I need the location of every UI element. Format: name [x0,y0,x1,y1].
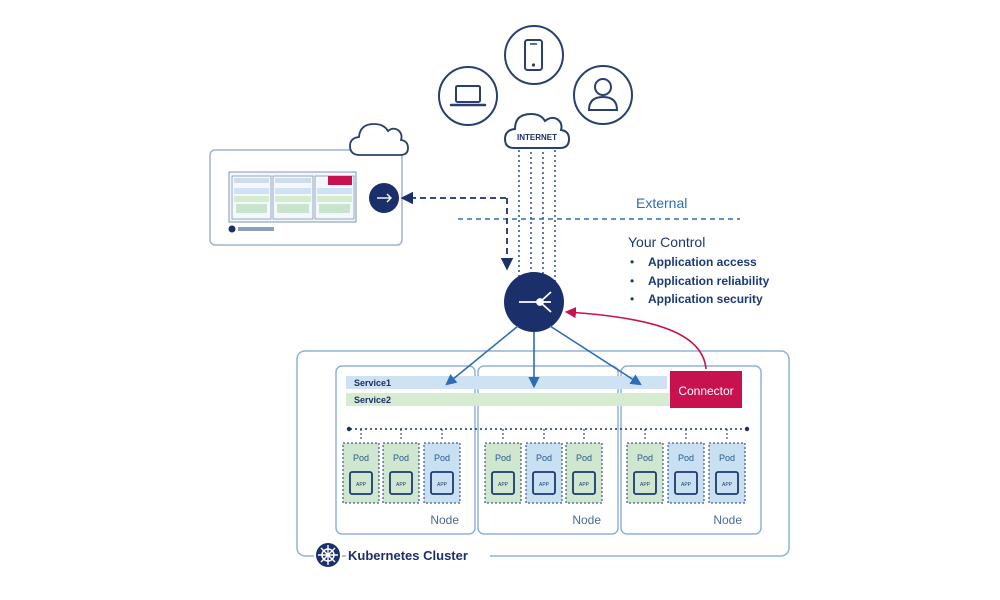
kubernetes-helm-icon [316,543,340,567]
pod: Pod APP [626,429,664,504]
pod: Pod APP [525,429,563,504]
external-label: External [636,195,687,211]
control-bullet-3-dot: • [630,292,634,306]
pod: Pod APP [708,429,746,504]
internet-traffic-lines [518,150,556,288]
cloud-icon [503,112,571,149]
service1-bar [346,376,667,389]
pod-label: Pod [536,453,552,463]
pod-label: Pod [393,453,409,463]
node-label: Node [572,513,601,527]
app-container [491,471,515,495]
app-badge: APP [722,482,733,488]
distribution-end-right [744,426,750,432]
control-bullet-2-dot: • [630,274,634,288]
console-logo-icon [228,225,236,233]
control-panel: Your Control • Application access • Appl… [628,234,770,306]
service2-label: Service2 [354,395,391,405]
console-panels [231,175,355,220]
pod-label: Pod [637,453,653,463]
pod-label: Pod [719,453,735,463]
app-container [572,471,596,495]
control-bullet-1-dot: • [630,255,634,269]
app-badge: APP [437,482,448,488]
pod-label: Pod [678,453,694,463]
service2-bar [346,393,740,406]
pod: Pod APP [342,429,380,504]
mobile-device [504,25,564,85]
pod-label: Pod [576,453,592,463]
app-badge: APP [356,482,367,488]
kubernetes-cluster-boundary [296,350,790,557]
user-icon [587,78,619,111]
service-routing-arrows [445,325,642,389]
control-bullet-1: Application access [648,255,757,269]
laptop-device [438,66,498,126]
internet-label: INTERNET [517,133,557,142]
app-container [389,471,413,495]
app-badge: APP [539,482,550,488]
app-badge: APP [396,482,407,488]
service1-label: Service1 [354,378,391,388]
user-device [573,65,633,125]
app-container [532,471,556,495]
app-badge: APP [579,482,590,488]
laptop-icon [449,85,487,107]
app-badge: APP [640,482,651,488]
control-bullet-2: Application reliability [648,274,770,288]
console-connector-hub [369,183,399,213]
console-cloud-icon [349,123,409,156]
distribution-end-left [346,426,352,432]
app-container [430,471,454,495]
pod: Pod APP [484,429,522,504]
control-title: Your Control [628,234,705,250]
pod-label: Pod [353,453,369,463]
pod: Pod APP [382,429,420,504]
app-badge: APP [498,482,509,488]
load-balancer-icon [519,291,552,313]
console-rows [234,176,352,213]
app-badge: APP [681,482,692,488]
pod-label: Pod [495,453,511,463]
share-icon [377,193,392,203]
console-logo-text [238,227,274,231]
internet-cloud: INTERNET [503,112,571,149]
app-container [349,471,373,495]
connector-label: Connector [678,384,733,398]
connector-control-arrow [564,306,707,370]
kubernetes-cluster-label: Kubernetes Cluster [348,548,468,563]
kubernetes-cluster-badge: Kubernetes Cluster [314,541,490,569]
node-label: Node [713,513,742,527]
pod: Pod APP [423,429,461,504]
mobile-phone-icon [524,39,543,71]
app-container [633,471,657,495]
app-container [715,471,739,495]
pod-label: Pod [434,453,450,463]
pod: Pod APP [565,429,603,504]
management-console [209,123,409,246]
app-container [674,471,698,495]
node-label: Node [430,513,459,527]
control-bullet-3: Application security [648,292,763,306]
load-balancer [504,272,564,332]
connector: Connector [670,371,742,408]
pod: Pod APP [667,429,705,504]
